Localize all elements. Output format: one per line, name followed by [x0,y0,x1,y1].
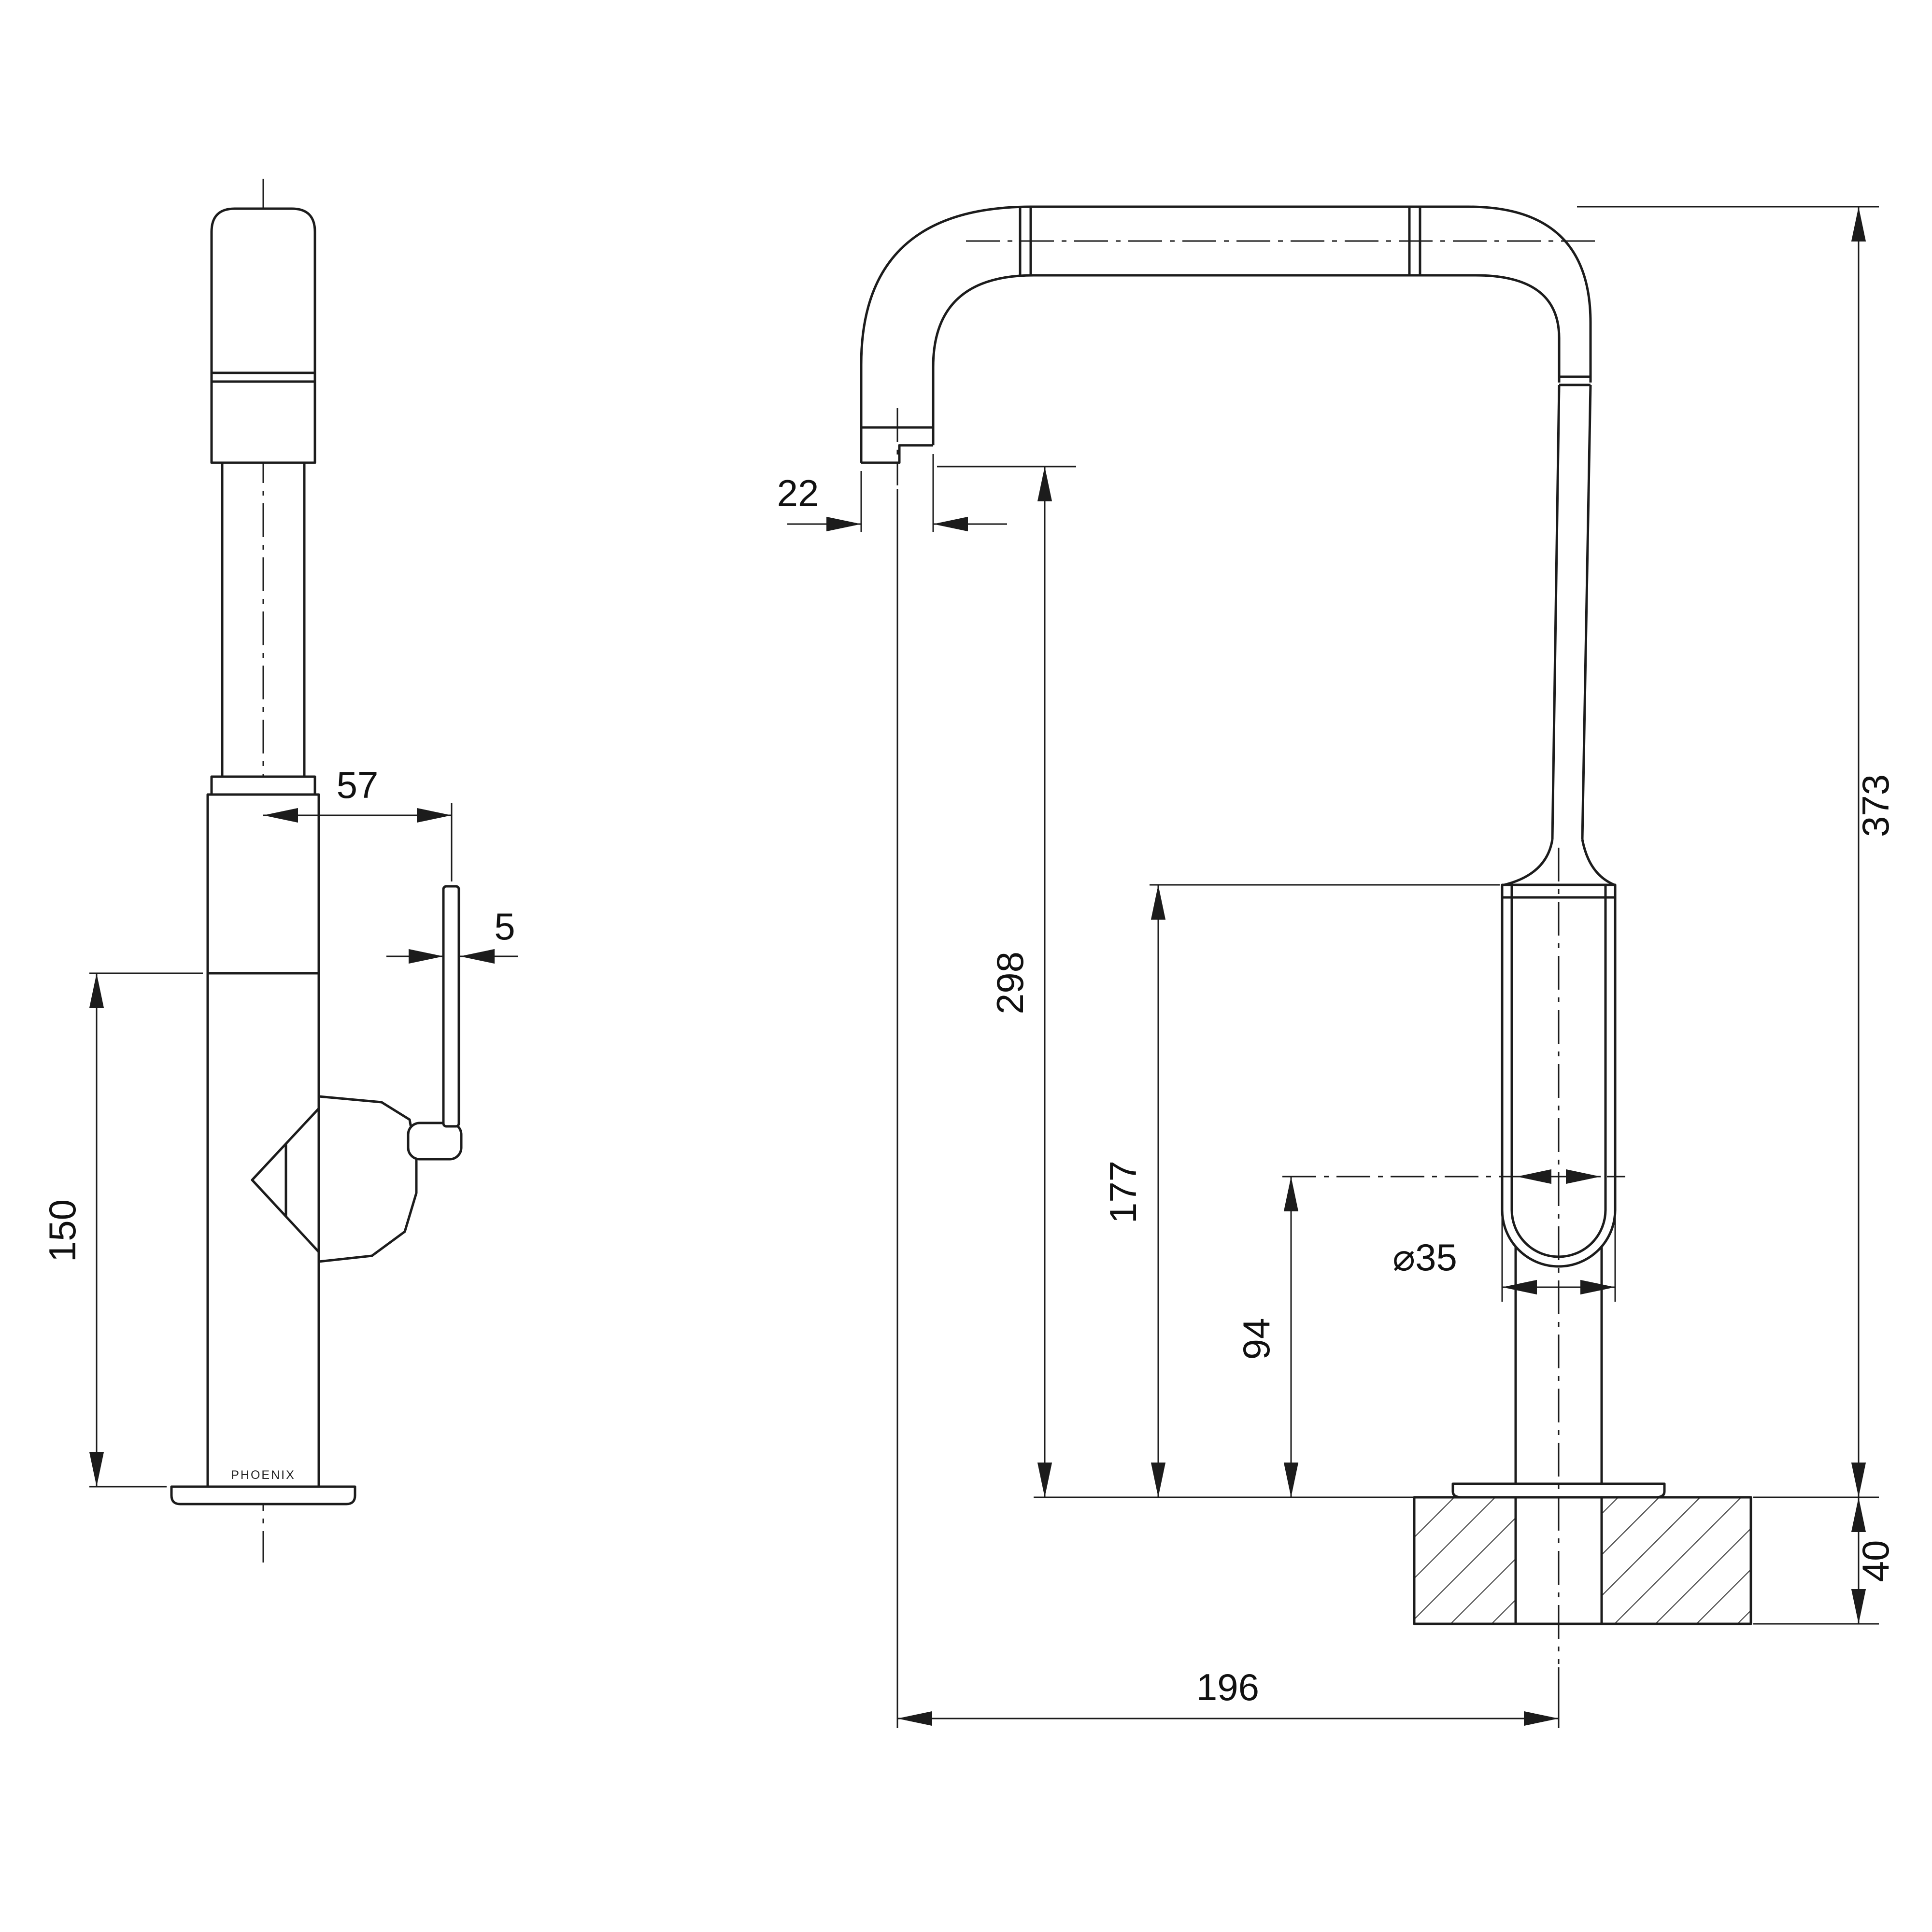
dim-outlet-centre-height-label: 94 [1235,1318,1278,1360]
dimension-body-top-height: 177 [1102,884,1500,1497]
dim-bench-thickness-label: 40 [1854,1540,1897,1582]
dimension-handle-offset: 57 [263,764,453,881]
dimension-body-lower-height: 150 [41,972,203,1488]
dim-body-diameter-label: ⌀35 [1392,1236,1457,1279]
dimension-overall-height: 373 [1577,206,1897,1498]
front-view: 22 298 177 94 ⌀35 [777,205,1897,1728]
dimension-handle-thickness: 5 [386,905,518,964]
dim-overall-height-label: 373 [1854,774,1897,837]
spout-tube [860,205,1616,887]
front-view-centerlines [896,240,1596,1664]
dim-spout-reach-label: 196 [1196,1666,1259,1708]
bench-section [1413,1496,1752,1625]
dimension-spout-underside-height: 298 [937,466,1414,1498]
dim-body-top-height-label: 177 [1102,1161,1144,1223]
dim-spout-tip-width-label: 22 [777,472,819,514]
side-view-body-outline [170,207,356,1506]
dim-handle-thickness-label: 5 [494,905,515,948]
dimension-body-diameter: ⌀35 [1392,1213,1616,1302]
dimension-spout-tip-width: 22 [777,454,1007,532]
side-view: PHOENIX 57 5 150 [41,179,518,1563]
dim-spout-underside-height-label: 298 [989,952,1031,1014]
dimension-outlet-centre-height: 94 [1235,1169,1625,1497]
brand-label: PHOENIX [231,1468,296,1482]
dim-body-lower-height-label: 150 [41,1199,84,1262]
dim-handle-offset-label: 57 [337,764,379,806]
front-view-column [1514,1236,1603,1485]
handle-pivot [407,1122,463,1161]
side-view-mixer-housing [251,885,463,1263]
dimension-bench-thickness: 40 [1753,1497,1897,1625]
handle-lever [442,885,460,1128]
dimension-spout-reach: 196 [896,489,1560,1728]
